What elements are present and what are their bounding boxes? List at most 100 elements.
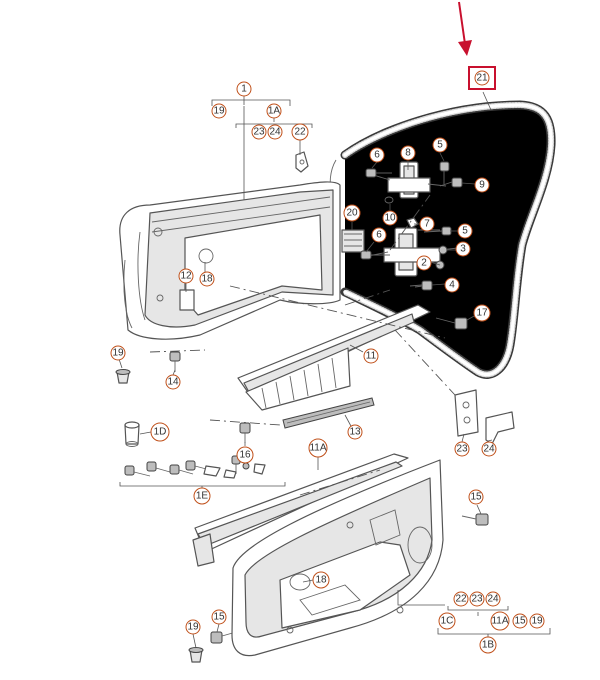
callout-17: 17 (473, 304, 491, 322)
svg-text:22: 22 (294, 127, 306, 138)
callout-6-lower: 6 (371, 227, 387, 243)
svg-text:5: 5 (462, 226, 468, 237)
svg-text:4: 4 (449, 280, 455, 291)
callout-13: 13 (347, 424, 363, 440)
callout-24-top: 24 (267, 124, 283, 140)
callout-22-bottom: 22 (453, 591, 469, 607)
callout-1b: 1B (479, 636, 497, 654)
callout-6-upper: 6 (369, 147, 385, 163)
callout-19-top: 19 (211, 103, 227, 119)
svg-text:15: 15 (514, 616, 526, 627)
callout-18-upper: 18 (199, 271, 215, 287)
svg-text:6: 6 (376, 230, 382, 241)
callout-15-right: 15 (468, 489, 484, 505)
svg-text:8: 8 (405, 148, 411, 159)
window-guide-strip (237, 304, 431, 411)
svg-text:5: 5 (437, 140, 443, 151)
svg-text:21: 21 (476, 73, 488, 84)
callout-15-lower: 15 (211, 609, 227, 625)
svg-text:19: 19 (187, 622, 199, 633)
callout-21-highlighted: 21 (468, 66, 496, 90)
outer-door-panel (192, 453, 444, 657)
callout-11: 11 (363, 348, 379, 364)
svg-text:19: 19 (112, 348, 124, 359)
assembly-lines (149, 194, 456, 496)
callout-1e: 1E (193, 487, 211, 505)
svg-text:12: 12 (180, 271, 192, 282)
svg-text:10: 10 (384, 213, 396, 224)
leader-lines (116, 91, 551, 649)
svg-text:14: 14 (167, 377, 179, 388)
callout-1d: 1D (150, 422, 170, 442)
svg-text:18: 18 (201, 274, 213, 285)
callout-14: 14 (165, 374, 181, 390)
svg-text:23: 23 (471, 594, 483, 605)
callout-22-top: 22 (291, 123, 309, 141)
callout-24-right: 24 (481, 441, 497, 457)
callout-23-right: 23 (454, 441, 470, 457)
screw-set-1e (124, 455, 266, 479)
callout-5-upper: 5 (432, 137, 448, 153)
callout-19-left: 19 (110, 345, 126, 361)
callout-9: 9 (474, 177, 490, 193)
callout-2: 2 (416, 255, 432, 271)
svg-text:9: 9 (479, 180, 485, 191)
svg-text:6: 6 (374, 150, 380, 161)
svg-text:1E: 1E (196, 491, 209, 502)
svg-text:16: 16 (239, 450, 251, 461)
callout-23-top: 23 (251, 124, 267, 140)
svg-text:22: 22 (455, 594, 467, 605)
svg-text:1: 1 (241, 84, 247, 95)
callout-11a-bottom: 11A (490, 611, 510, 631)
fasteners (115, 151, 489, 663)
callout-19-lower: 19 (185, 619, 201, 635)
svg-text:19: 19 (213, 106, 225, 117)
highlight-arrow (458, 1, 472, 56)
svg-text:11A: 11A (491, 616, 508, 627)
svg-text:11A: 11A (309, 443, 326, 454)
callout-1: 1 (236, 81, 252, 97)
svg-text:1B: 1B (482, 640, 495, 651)
svg-text:3: 3 (460, 244, 466, 255)
door-shell (119, 181, 341, 340)
lock-bracket (454, 389, 515, 445)
callout-18-lower: 18 (312, 571, 330, 589)
callout-12: 12 (178, 268, 194, 284)
callout-11a-mid: 11A (308, 438, 328, 458)
callouts: 1 19 1A 23 24 22 21 6 8 5 9 20 10 7 5 6 … (110, 66, 545, 654)
callout-1a: 1A (266, 103, 282, 119)
svg-text:17: 17 (476, 308, 488, 319)
svg-text:19: 19 (531, 616, 543, 627)
svg-text:15: 15 (213, 612, 225, 623)
callout-23-bottom: 23 (469, 591, 485, 607)
callout-1c: 1C (438, 612, 456, 630)
svg-text:24: 24 (483, 444, 495, 455)
svg-text:1C: 1C (441, 616, 454, 627)
svg-text:7: 7 (424, 219, 430, 230)
callout-8: 8 (400, 145, 416, 161)
svg-text:1A: 1A (268, 106, 281, 117)
svg-text:23: 23 (253, 127, 265, 138)
callout-10: 10 (382, 210, 398, 226)
sealing-strip (282, 397, 375, 429)
svg-text:24: 24 (269, 127, 281, 138)
svg-text:2: 2 (421, 258, 427, 269)
callout-15-bottom: 15 (512, 613, 528, 629)
callout-20: 20 (343, 204, 361, 222)
svg-text:20: 20 (346, 208, 358, 219)
callout-3: 3 (455, 241, 471, 257)
callout-5-lower: 5 (457, 223, 473, 239)
svg-text:13: 13 (349, 427, 361, 438)
callout-24-bottom: 24 (485, 591, 501, 607)
svg-text:1D: 1D (154, 427, 167, 438)
callout-16: 16 (236, 446, 254, 464)
svg-text:11: 11 (366, 351, 377, 362)
svg-text:23: 23 (456, 444, 468, 455)
callout-4: 4 (444, 277, 460, 293)
svg-text:24: 24 (487, 594, 499, 605)
callout-7: 7 (419, 216, 435, 232)
callout-19-bottom: 19 (529, 613, 545, 629)
svg-text:15: 15 (470, 492, 482, 503)
svg-text:18: 18 (315, 575, 327, 586)
